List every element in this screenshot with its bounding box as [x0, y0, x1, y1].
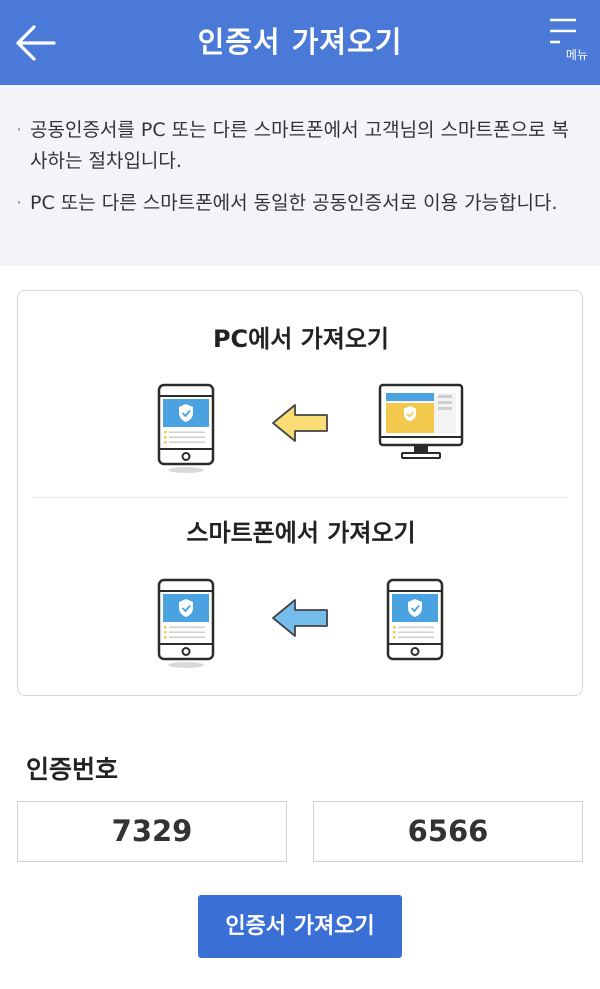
left-arrow-icon — [272, 404, 328, 442]
import-certificate-button[interactable]: 인증서 가져오기 — [198, 895, 402, 958]
menu-label: 메뉴 — [565, 48, 588, 62]
notice-text: PC 또는 다른 스마트폰에서 동일한 공동인증서로 이용 가능합니다. — [30, 192, 558, 214]
notice-item: · 공동인증서를 PC 또는 다른 스마트폰에서 고객님의 스마트폰으로 복사하… — [14, 115, 584, 177]
pc-import-title: PC에서 가져오기 — [212, 325, 390, 353]
auth-code-label: 인증번호 — [26, 755, 119, 784]
notice-item: · PC 또는 다른 스마트폰에서 동일한 공동인증서로 이용 가능합니다. — [14, 188, 584, 219]
page-title: 인증서 가져오기 — [197, 25, 403, 59]
notice-panel: · 공동인증서를 PC 또는 다른 스마트폰에서 고객님의 스마트폰으로 복사하… — [0, 85, 600, 266]
smartphone-icon — [157, 578, 215, 668]
back-arrow-icon — [16, 25, 56, 61]
phone-import-title: 스마트폰에서 가져오기 — [186, 519, 416, 547]
bullet: · — [16, 192, 23, 214]
hamburger-icon — [550, 18, 576, 44]
smartphone-icon — [157, 383, 215, 473]
pc-to-phone-illustration — [157, 383, 464, 473]
smartphone-icon — [386, 578, 444, 661]
left-arrow-icon — [272, 599, 328, 637]
import-method-card: PC에서 가져오기 — [17, 290, 583, 696]
menu-button[interactable]: 메뉴 — [536, 14, 588, 66]
monitor-icon — [378, 383, 464, 459]
divider — [32, 497, 568, 498]
bullet: · — [16, 119, 23, 141]
back-button[interactable] — [10, 18, 60, 68]
phone-to-phone-illustration — [157, 578, 444, 668]
app-header: 인증서 가져오기 메뉴 — [0, 0, 600, 85]
auth-code-box-2: 6566 — [313, 801, 583, 862]
notice-text: 공동인증서를 PC 또는 다른 스마트폰에서 고객님의 스마트폰으로 복사하는 … — [30, 119, 569, 172]
auth-code-box-1: 7329 — [17, 801, 287, 862]
